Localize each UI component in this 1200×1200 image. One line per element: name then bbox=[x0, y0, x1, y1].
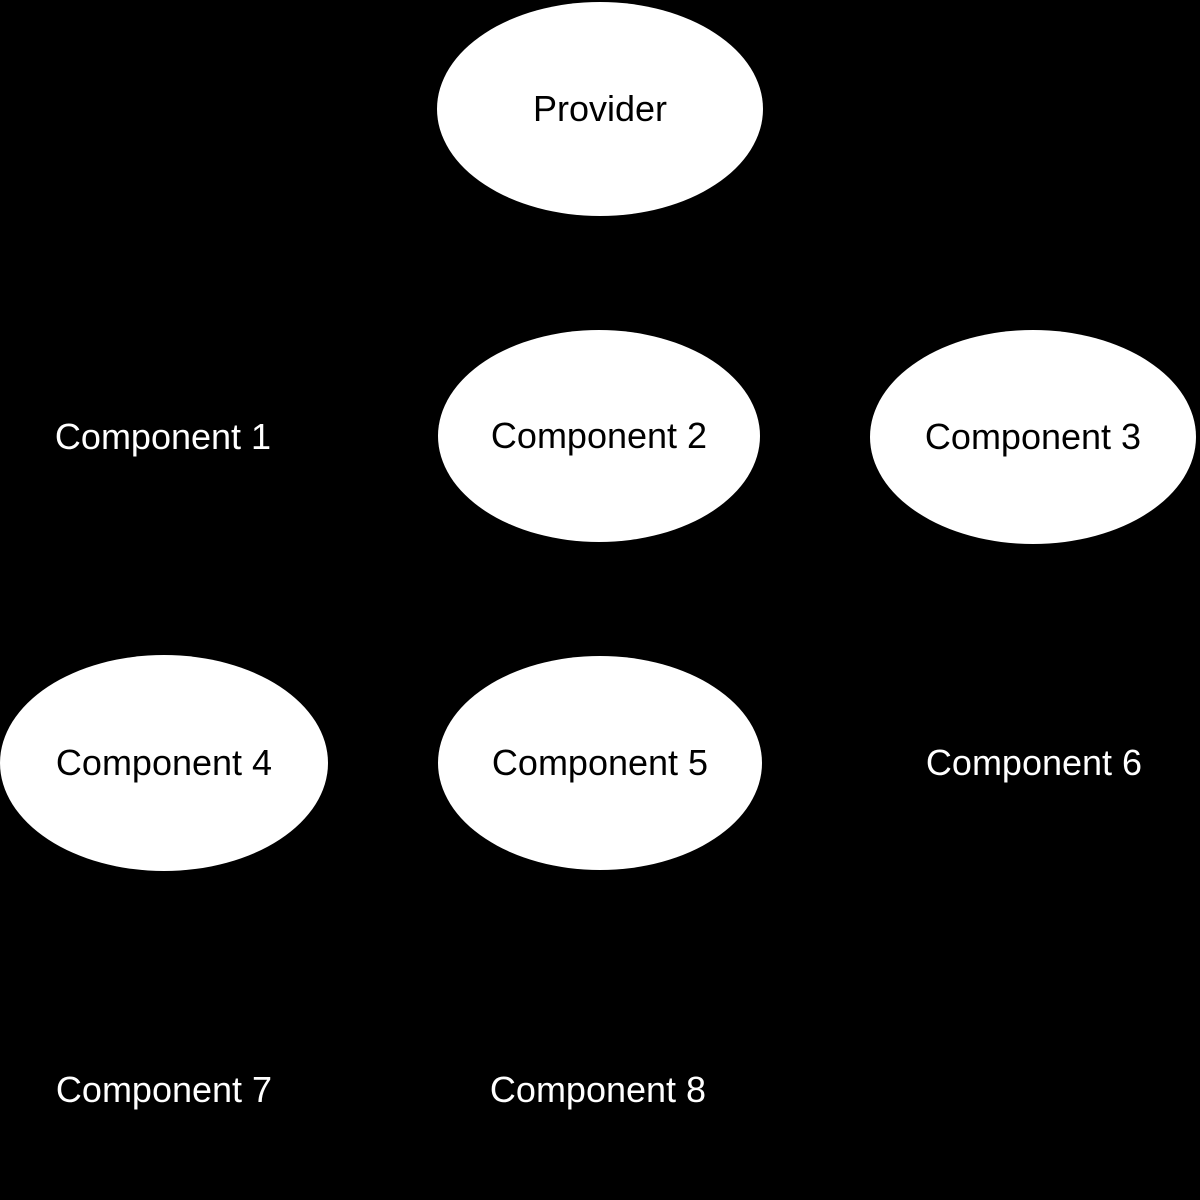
node-component-5: Component 5 bbox=[438, 656, 762, 870]
node-label: Component 3 bbox=[924, 416, 1142, 457]
node-component-1: Component 1 bbox=[0, 330, 326, 544]
node-component-2: Component 2 bbox=[438, 330, 760, 542]
node-label: Component 1 bbox=[54, 416, 272, 457]
node-label: Component 2 bbox=[490, 415, 708, 456]
node-component-6: Component 6 bbox=[871, 656, 1197, 870]
node-label: Component 7 bbox=[55, 1069, 273, 1110]
node-label: Component 8 bbox=[489, 1069, 707, 1110]
node-label: Component 4 bbox=[55, 742, 273, 783]
node-provider: Provider bbox=[437, 2, 763, 216]
node-label: Component 6 bbox=[925, 742, 1143, 783]
node-component-7: Component 7 bbox=[1, 983, 327, 1197]
node-component-4: Component 4 bbox=[0, 655, 328, 871]
node-component-8: Component 8 bbox=[435, 983, 761, 1197]
node-label: Component 5 bbox=[491, 742, 709, 783]
node-component-3: Component 3 bbox=[870, 330, 1196, 544]
node-label: Provider bbox=[532, 88, 668, 129]
